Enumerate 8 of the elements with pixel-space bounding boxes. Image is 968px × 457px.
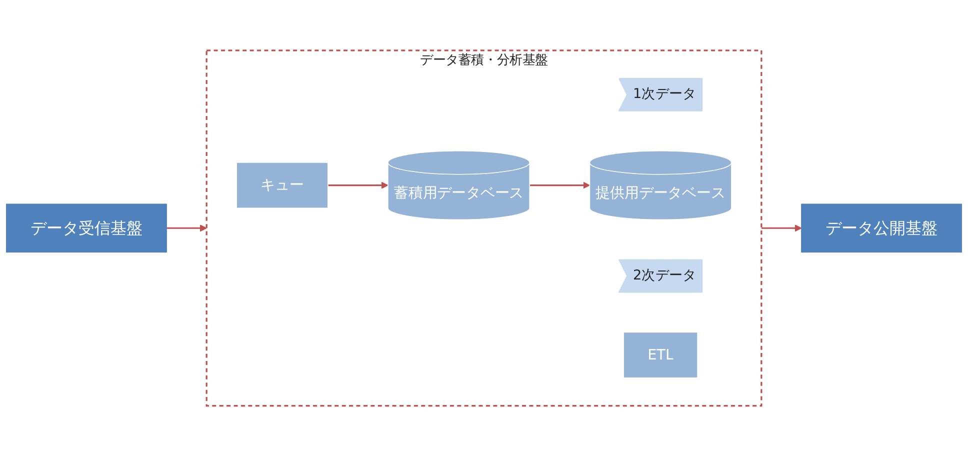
node-box: キュー xyxy=(236,162,328,209)
node-box: データ公開基盤 xyxy=(801,204,962,253)
arrow xyxy=(328,182,388,190)
arrow xyxy=(761,224,802,232)
node-box: ETL xyxy=(623,332,698,379)
arrow xyxy=(530,182,590,190)
arrow xyxy=(166,224,207,232)
node-box: データ受信基盤 xyxy=(6,204,167,253)
